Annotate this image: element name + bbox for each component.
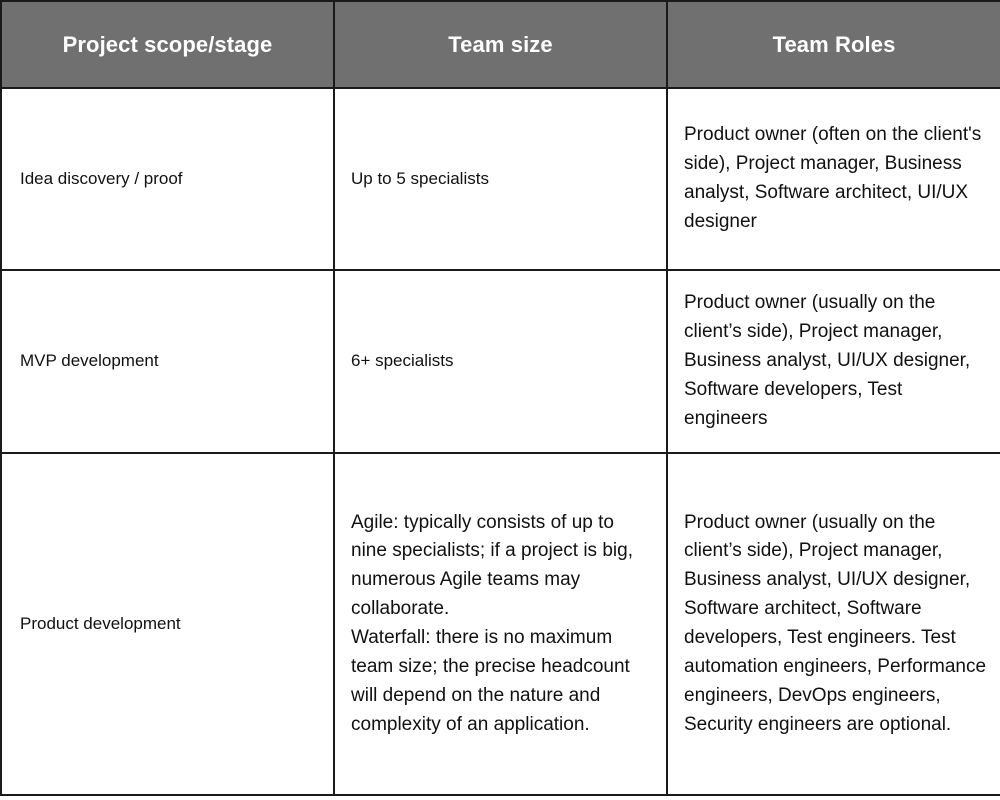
table-row: MVP development 6+ specialists Product o… xyxy=(1,270,1000,454)
table-row: Product development Agile: typically con… xyxy=(1,453,1000,795)
column-header-project-scope: Project scope/stage xyxy=(1,1,335,89)
cell-team-size: 6+ specialists xyxy=(334,270,668,454)
table-header: Project scope/stage Team size Team Roles xyxy=(1,1,1000,89)
table-header-row: Project scope/stage Team size Team Roles xyxy=(1,1,1000,89)
column-header-team-roles: Team Roles xyxy=(667,1,1000,89)
table-row: Idea discovery / proof Up to 5 specialis… xyxy=(1,88,1000,271)
cell-team-roles: Product owner (usually on the client’s s… xyxy=(667,270,1000,454)
cell-team-roles: Product owner (usually on the client’s s… xyxy=(684,511,987,735)
cell-team-size: Up to 5 specialists xyxy=(334,88,668,271)
cell-project-scope: MVP development xyxy=(1,270,335,454)
cell-project-scope: Product development xyxy=(1,453,335,795)
cell-team-size: Agile: typically consists of up to nine … xyxy=(334,453,668,795)
table-body: Idea discovery / proof Up to 5 specialis… xyxy=(1,88,1000,795)
team-size-agile-text: Agile: typically consists of up to nine … xyxy=(351,511,633,620)
cell-project-scope: Idea discovery / proof xyxy=(1,88,335,271)
column-header-team-size: Team size xyxy=(334,1,668,89)
team-size-waterfall-text: Waterfall: there is no maximum team size… xyxy=(351,627,630,735)
cell-team-roles: Product owner (often on the client's sid… xyxy=(667,88,1000,271)
